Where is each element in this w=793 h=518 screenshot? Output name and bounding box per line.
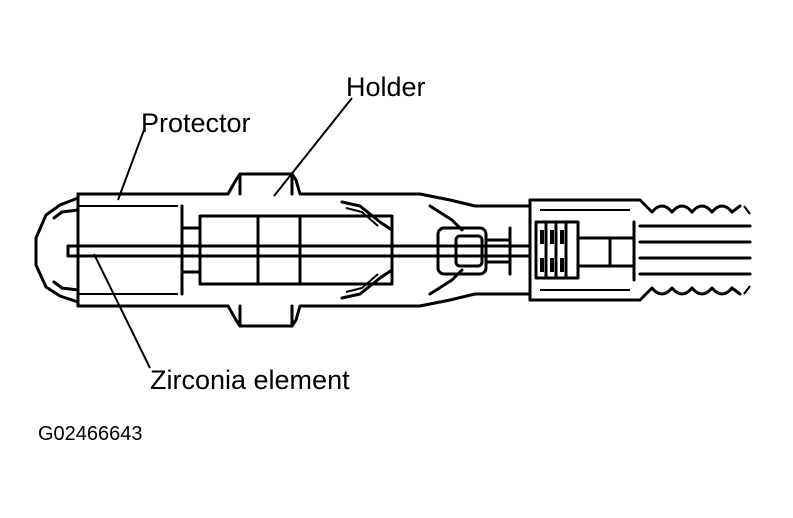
lead-wire-boot <box>638 198 752 302</box>
holder-body <box>180 172 394 328</box>
protector-shroud <box>34 192 184 308</box>
zirconia-leader-line <box>93 253 151 369</box>
rear-sleeve <box>528 198 642 302</box>
figure-id: G02466643 <box>38 423 143 445</box>
holder-label: Holder <box>346 72 426 102</box>
protector-leader-line <box>117 129 145 201</box>
holder-leader-line <box>273 97 353 197</box>
zirconia-element-label: Zirconia element <box>150 365 350 395</box>
zirconia-element-rod <box>66 244 532 258</box>
crimp-section <box>338 192 532 308</box>
protector-label: Protector <box>141 108 251 138</box>
